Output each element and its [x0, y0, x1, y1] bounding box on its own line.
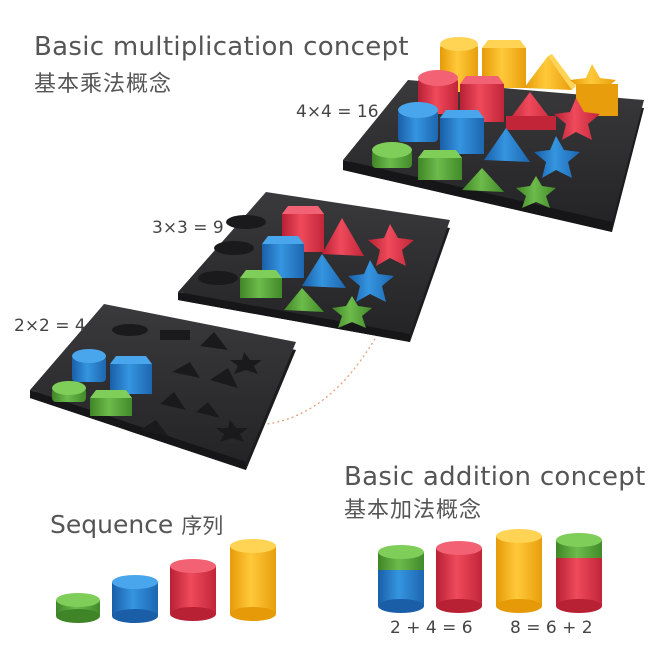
- equation-4x4: 4×4 = 16: [296, 102, 379, 122]
- tray-4x4: [343, 37, 644, 232]
- addition-equation-2: 8 = 6 + 2: [510, 618, 593, 638]
- multiplication-title-zh: 基本乘法概念: [34, 72, 173, 97]
- addition-stack-8: [496, 529, 602, 613]
- addition-title: Basic addition concept: [344, 462, 646, 492]
- equation-3x3: 3×3 = 9: [152, 218, 224, 238]
- tray-4x4-blue-row: [398, 102, 580, 178]
- equation-2x2: 2×2 = 4: [14, 316, 86, 336]
- tray-2x2: [30, 304, 296, 470]
- addition-equation-1: 2 + 4 = 6: [390, 618, 473, 638]
- sequence-title-zh: 序列: [181, 514, 224, 538]
- tray-3x3: [178, 192, 450, 342]
- sequence-cylinders: [56, 539, 276, 623]
- addition-title-zh: 基本加法概念: [344, 498, 483, 523]
- sequence-title: Sequence 序列: [50, 512, 223, 537]
- addition-stack-2-plus-4: [378, 541, 482, 613]
- tray-4x4-green-row: [372, 142, 556, 208]
- multiplication-title: Basic multiplication concept: [34, 32, 409, 62]
- sequence-title-en: Sequence: [50, 510, 174, 539]
